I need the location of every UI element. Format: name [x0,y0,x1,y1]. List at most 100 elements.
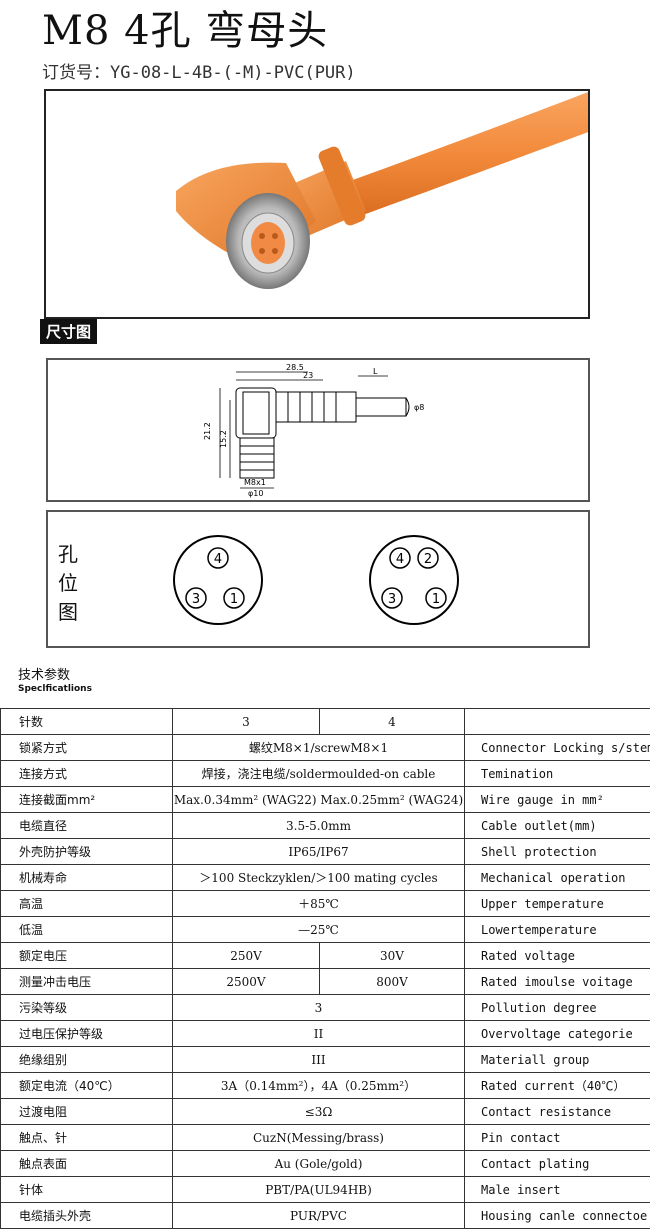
pin-4: 4 [214,552,222,567]
pin-1: 1 [432,592,440,607]
spec-english-label: Wire gauge in mm² [464,786,650,813]
spec-english-label: Housing canle connectoe [464,1202,650,1229]
spec-value: 800V [319,968,465,995]
dimension-section-badge: 尺寸图 [40,319,98,344]
spec-value: 3.5-5.0mm [172,812,465,839]
spec-label: 测量冲击电压 [0,968,173,995]
spec-value: ≤3Ω [172,1098,465,1125]
spec-english-label: Temination [464,760,650,787]
spec-english-label: Rated current（40℃） [464,1072,650,1099]
product-photo [44,89,590,319]
spec-label: 机械寿命 [0,864,173,891]
spec-value: ＞100 Steckzyklen/＞100 mating cycles [172,864,465,891]
dim-phi10: φ10 [248,489,263,498]
pin-3: 3 [388,592,396,607]
pin-4: 4 [396,552,404,567]
spec-english-label: Overvoltage categorie [464,1020,650,1047]
spec-english-label: Pollution degree [464,994,650,1021]
product-title: M8 4孔 弯母头 [42,8,329,54]
spec-value: —25℃ [172,916,465,943]
spec-label: 电缆插头外壳 [0,1202,173,1229]
order-number: 订货号：YG-08-L-4B-(-M)-PVC(PUR) [42,63,356,83]
spec-label: 锁紧方式 [0,734,173,761]
spec-value: 焊接，浇注电缆/soldermoulded-on cable [172,760,465,787]
spec-label: 过电压保护等级 [0,1020,173,1047]
spec-english-label: Upper temperature [464,890,650,917]
spec-value: 4 [319,708,465,735]
pin-layout-4: 4 2 3 1 [369,535,459,625]
spec-label: 电缆直径 [0,812,173,839]
spec-label: 针数 [0,708,173,735]
dim-m8x1: M8x1 [244,478,266,487]
spec-label: 连接截面mm² [0,786,173,813]
spec-value: III [172,1046,465,1073]
spec-english-label: Male insert [464,1176,650,1203]
spec-label: 触点、针 [0,1124,173,1151]
spec-subtitle: Speclficatlions [18,684,92,694]
spec-label: 低温 [0,916,173,943]
spec-label: 高温 [0,890,173,917]
dim-21-2: 21.2 [203,422,212,440]
spec-value: Au (Gole/gold) [172,1150,465,1177]
spec-label: 针体 [0,1176,173,1203]
spec-value: 3 [172,994,465,1021]
spec-value: ＋85℃ [172,890,465,917]
spec-label: 连接方式 [0,760,173,787]
spec-label: 额定电流（40℃） [0,1072,173,1099]
dim-phi8: φ8 [414,403,424,412]
spec-label: 过渡电阻 [0,1098,173,1125]
dim-l: L [373,367,378,376]
spec-label: 污染等级 [0,994,173,1021]
spec-english-label: Connector Locking s/stem [464,734,650,761]
dim-28-5: 28.5 [286,363,304,372]
spec-value: 3 [172,708,320,735]
spec-english-label: Shell protection [464,838,650,865]
spec-value: 2500V [172,968,320,995]
spec-value: 30V [319,942,465,969]
connector-illustration [176,92,588,289]
spec-value: IP65/IP67 [172,838,465,865]
spec-english-label: Lowertemperature [464,916,650,943]
spec-value: II [172,1020,465,1047]
pin-layout-3: 4 3 1 [173,535,263,625]
dim-15-2: 15.2 [219,430,228,448]
spec-english-label: Materiall group [464,1046,650,1073]
spec-english-label: Mechanical operation [464,864,650,891]
spec-english-label: Rated imoulse voitage [464,968,650,995]
spec-english-label: Pin contact [464,1124,650,1151]
pin-layout-panel: 孔 位 图 4 3 1 4 2 3 1 [46,510,590,648]
dimension-drawing: 28.5 23 L φ8 M8x1 φ10 21.2 15.2 [46,358,590,502]
pin-1: 1 [230,592,238,607]
spec-value: 螺纹M8×1/screwM8×1 [172,734,465,761]
spec-english-label [464,708,650,735]
spec-value: PUR/PVC [172,1202,465,1229]
spec-english-label: Contact plating [464,1150,650,1177]
spec-value: PBT/PA(UL94HB) [172,1176,465,1203]
spec-value: 3A（0.14mm²），4A（0.25mm²） [172,1072,465,1099]
dim-23: 23 [303,371,313,380]
pin-layout-label: 孔 位 图 [58,542,78,624]
spec-value: 250V [172,942,320,969]
spec-value: Max.0.34mm² (WAG22) Max.0.25mm² (WAG24) [172,786,465,813]
pin-3: 3 [192,592,200,607]
spec-value: CuzN(Messing/brass) [172,1124,465,1151]
spec-title: 技术参数 [18,668,71,683]
spec-label: 额定电压 [0,942,173,969]
